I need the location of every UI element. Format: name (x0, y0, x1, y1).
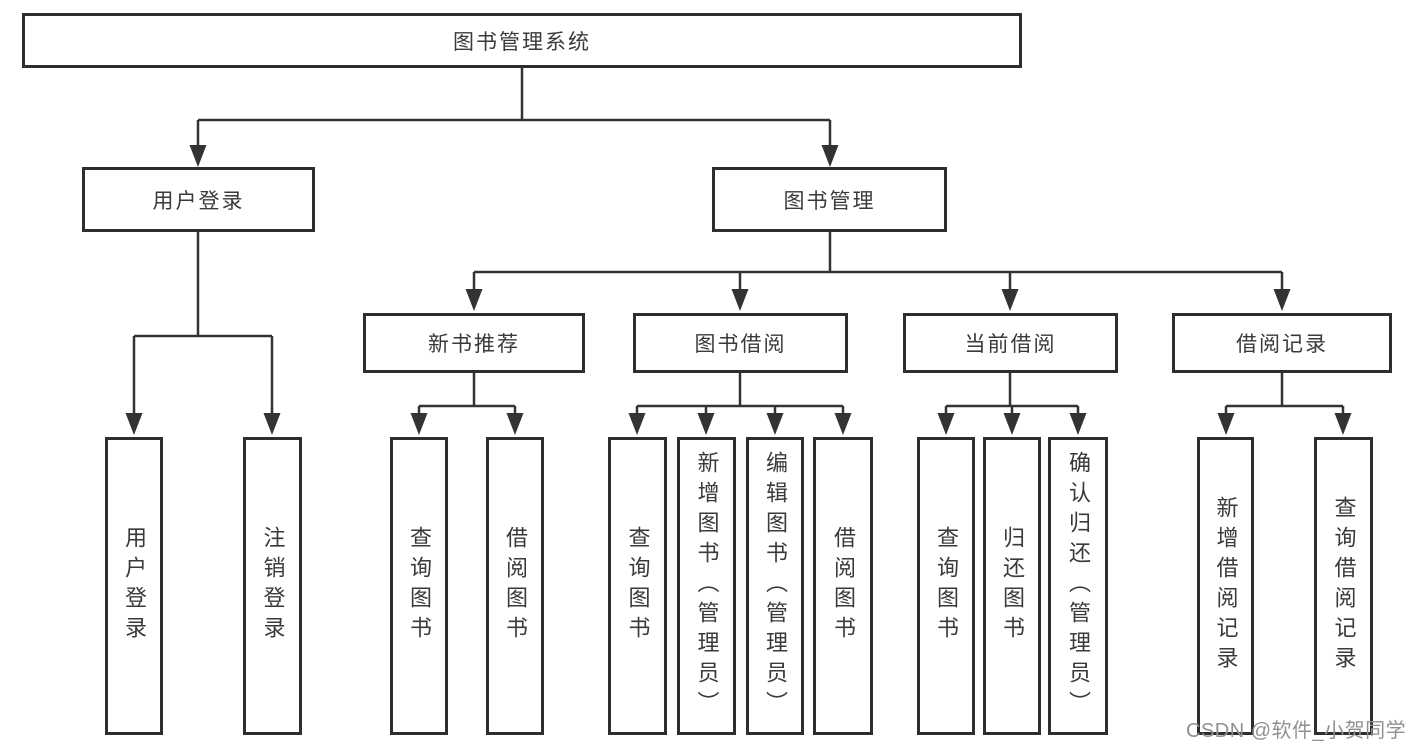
node-borrowing-records: 借阅记录 (1172, 313, 1392, 373)
leaf-add-borrow-record: 新增借阅记录 (1197, 437, 1254, 735)
node-book-borrowing-label: 图书借阅 (694, 333, 787, 356)
leaf-query-books-current-label: 查询图书 (934, 526, 959, 646)
leaf-user-login: 用户登录 (105, 437, 163, 735)
leaf-logout: 注销登录 (243, 437, 302, 735)
leaf-borrow-books: 借阅图书 (813, 437, 873, 735)
node-current-borrowing-label: 当前借阅 (964, 333, 1057, 356)
node-new-book-recommend-label: 新书推荐 (428, 333, 520, 356)
node-book-management: 图书管理 (712, 167, 947, 232)
node-book-borrowing: 图书借阅 (633, 313, 848, 373)
node-current-borrowing: 当前借阅 (903, 313, 1118, 373)
leaf-return-books-label: 归还图书 (1000, 526, 1025, 646)
csdn-watermark: CSDN @软件_小贺同学 (1186, 720, 1405, 742)
leaf-add-books-admin: 新增图书（管理员） (677, 437, 736, 735)
leaf-edit-books-admin-label: 编辑图书（管理员） (763, 451, 788, 721)
leaf-query-books-current: 查询图书 (917, 437, 975, 735)
leaf-query-books-borrowing: 查询图书 (608, 437, 667, 735)
leaf-query-borrow-record: 查询借阅记录 (1314, 437, 1373, 735)
leaf-return-books: 归还图书 (983, 437, 1041, 735)
node-user-login-label: 用户登录 (152, 189, 245, 213)
node-library-system: 图书管理系统 (22, 13, 1022, 68)
node-library-system-label: 图书管理系统 (453, 30, 591, 54)
node-borrowing-records-label: 借阅记录 (1236, 333, 1328, 356)
leaf-query-books-recommend-label: 查询图书 (407, 526, 432, 646)
leaf-confirm-return-admin-label: 确认归还（管理员） (1066, 451, 1091, 721)
node-book-management-label: 图书管理 (783, 189, 876, 213)
leaf-user-login-label: 用户登录 (122, 526, 147, 646)
leaf-add-borrow-record-label: 新增借阅记录 (1213, 496, 1239, 676)
node-user-login: 用户登录 (82, 167, 315, 232)
leaf-add-books-admin-label: 新增图书（管理员） (694, 451, 720, 721)
leaf-borrow-books-recommend: 借阅图书 (486, 437, 544, 735)
node-new-book-recommend: 新书推荐 (363, 313, 585, 373)
leaf-query-borrow-record-label: 查询借阅记录 (1331, 496, 1357, 676)
leaf-confirm-return-admin: 确认归还（管理员） (1048, 437, 1108, 735)
leaf-query-books-recommend: 查询图书 (390, 437, 448, 735)
leaf-edit-books-admin: 编辑图书（管理员） (746, 437, 804, 735)
leaf-logout-label: 注销登录 (260, 526, 286, 646)
leaf-borrow-books-label: 借阅图书 (831, 526, 856, 646)
leaf-borrow-books-recommend-label: 借阅图书 (503, 526, 528, 646)
leaf-query-books-borrowing-label: 查询图书 (625, 526, 651, 646)
